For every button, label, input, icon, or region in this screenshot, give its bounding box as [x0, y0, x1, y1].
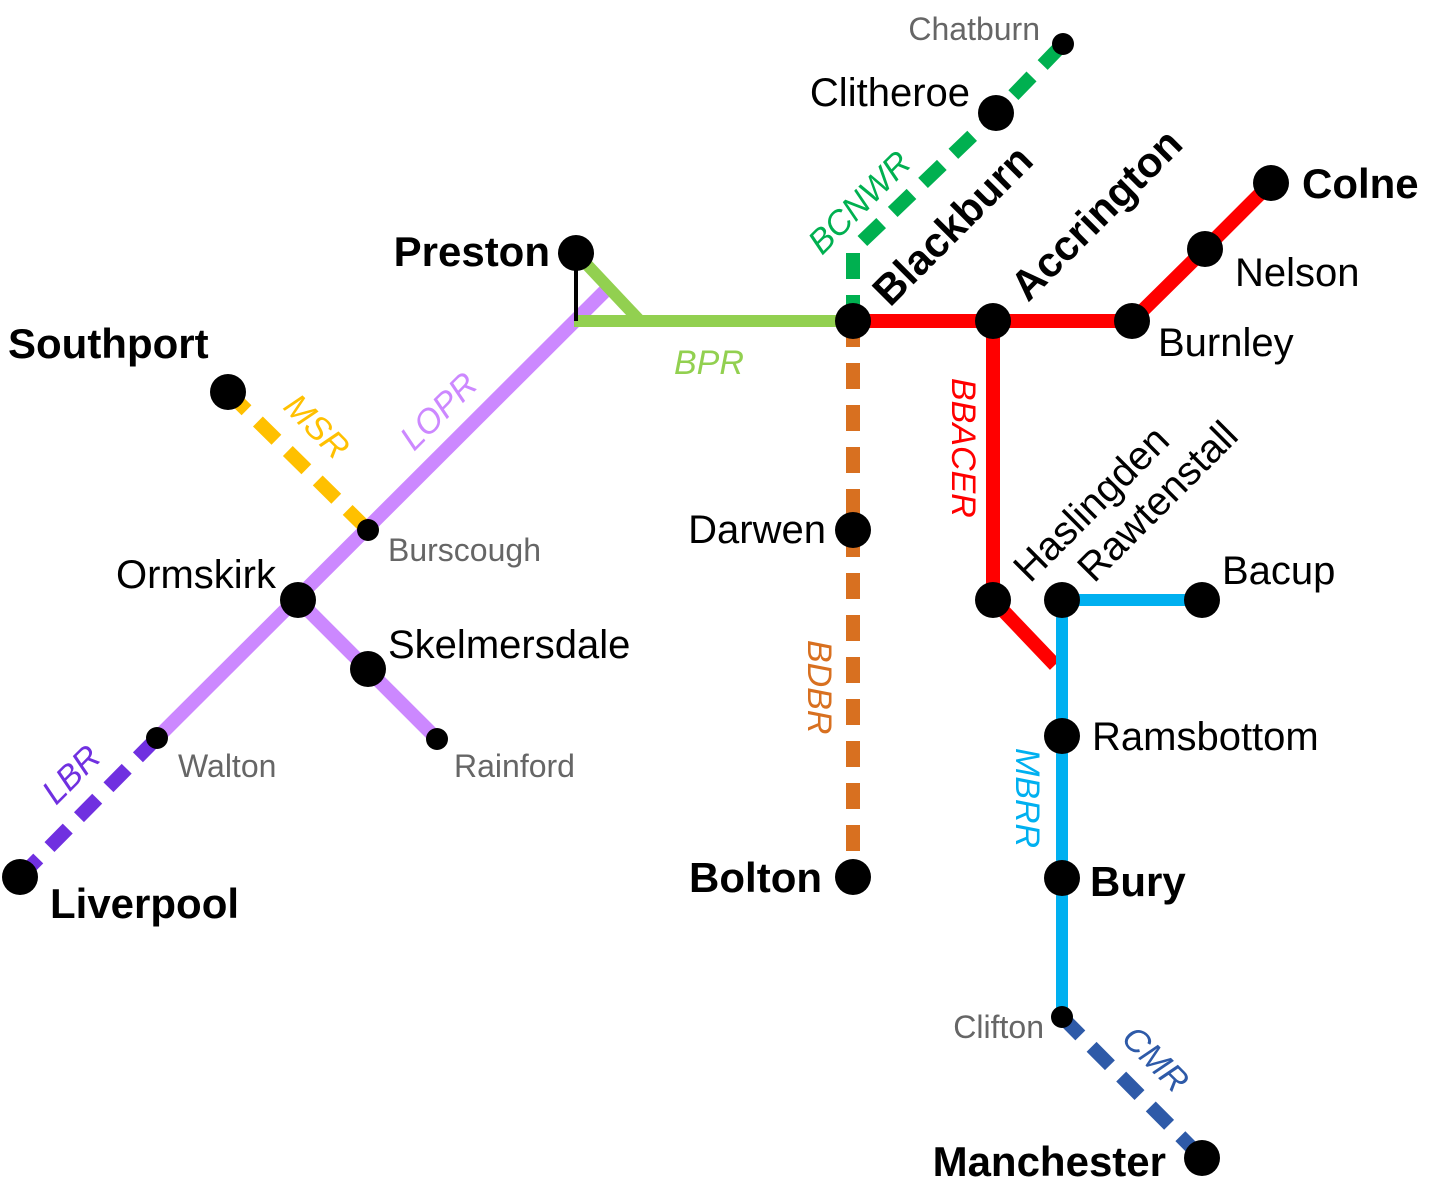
- station-dot-clifton[interactable]: [1051, 1006, 1073, 1028]
- line-label-bdbr: BDBR: [800, 640, 838, 734]
- station-dot-burscough[interactable]: [357, 519, 379, 541]
- station-dots: [2, 33, 1289, 1176]
- lopr-track: [152, 283, 613, 743]
- station-dot-southport[interactable]: [210, 374, 246, 410]
- line-lbr: [15, 733, 162, 882]
- station-dot-rainford[interactable]: [426, 728, 448, 750]
- station-dot-rawtenstall[interactable]: [1044, 582, 1080, 618]
- line-cmr: [1057, 1012, 1207, 1163]
- station-label-chatburn: Chatburn: [908, 11, 1040, 47]
- station-dot-bacup[interactable]: [1184, 582, 1220, 618]
- station-label-colne: Colne: [1302, 160, 1419, 207]
- station-label-southport: Southport: [8, 320, 209, 367]
- station-dot-clitheroe[interactable]: [978, 95, 1014, 131]
- station-label-ramsbottom: Ramsbottom: [1092, 715, 1319, 759]
- line-label-lopr: LOPR: [393, 365, 485, 457]
- station-dot-bolton[interactable]: [835, 859, 871, 895]
- station-label-clitheroe: Clitheroe: [810, 71, 970, 115]
- station-dot-nelson[interactable]: [1187, 231, 1223, 267]
- line-label-bbacer: BBACER: [944, 378, 982, 518]
- station-label-accrington: Accrington: [1001, 119, 1191, 309]
- station-label-darwen: Darwen: [688, 508, 826, 552]
- station-label-manchester: Manchester: [933, 1138, 1166, 1185]
- station-label-ormskirk: Ormskirk: [116, 553, 277, 597]
- station-dot-liverpool[interactable]: [2, 859, 38, 895]
- station-label-bury: Bury: [1090, 858, 1186, 905]
- station-dot-ramsbottom[interactable]: [1044, 718, 1080, 754]
- station-dot-darwen[interactable]: [835, 512, 871, 548]
- line-bpr: [571, 248, 853, 327]
- station-dot-burnley[interactable]: [1114, 303, 1150, 339]
- station-dot-colne[interactable]: [1253, 165, 1289, 201]
- station-dot-skelmersdale[interactable]: [350, 651, 386, 687]
- station-dot-manchester[interactable]: [1184, 1140, 1220, 1176]
- station-dot-walton[interactable]: [146, 727, 168, 749]
- station-dot-ormskirk[interactable]: [280, 582, 316, 618]
- line-msr: [223, 387, 373, 535]
- station-label-liverpool: Liverpool: [50, 880, 239, 927]
- line-mbrr: [1056, 594, 1202, 1017]
- station-label-skelmersdale: Skelmersdale: [388, 623, 630, 667]
- station-dot-haslingden[interactable]: [975, 582, 1011, 618]
- station-label-bolton: Bolton: [689, 854, 822, 901]
- station-label-burnley: Burnley: [1158, 321, 1294, 365]
- station-dot-preston[interactable]: [558, 235, 594, 271]
- station-label-nelson: Nelson: [1235, 251, 1360, 295]
- station-dot-bury[interactable]: [1044, 860, 1080, 896]
- station-label-walton: Walton: [178, 748, 276, 784]
- line-label-bpr: BPR: [674, 344, 744, 382]
- station-label-clifton: Clifton: [953, 1009, 1044, 1045]
- station-label-bacup: Bacup: [1222, 549, 1335, 593]
- station-dot-accrington[interactable]: [975, 303, 1011, 339]
- station-label-burscough: Burscough: [388, 532, 541, 568]
- line-bcnwr: [846, 39, 1069, 321]
- station-label-preston: Preston: [394, 228, 550, 275]
- station-dot-chatburn[interactable]: [1052, 33, 1074, 55]
- line-label-mbrr: MBRR: [1008, 748, 1046, 848]
- station-dot-blackburn[interactable]: [835, 303, 871, 339]
- station-label-rainford: Rainford: [454, 748, 575, 784]
